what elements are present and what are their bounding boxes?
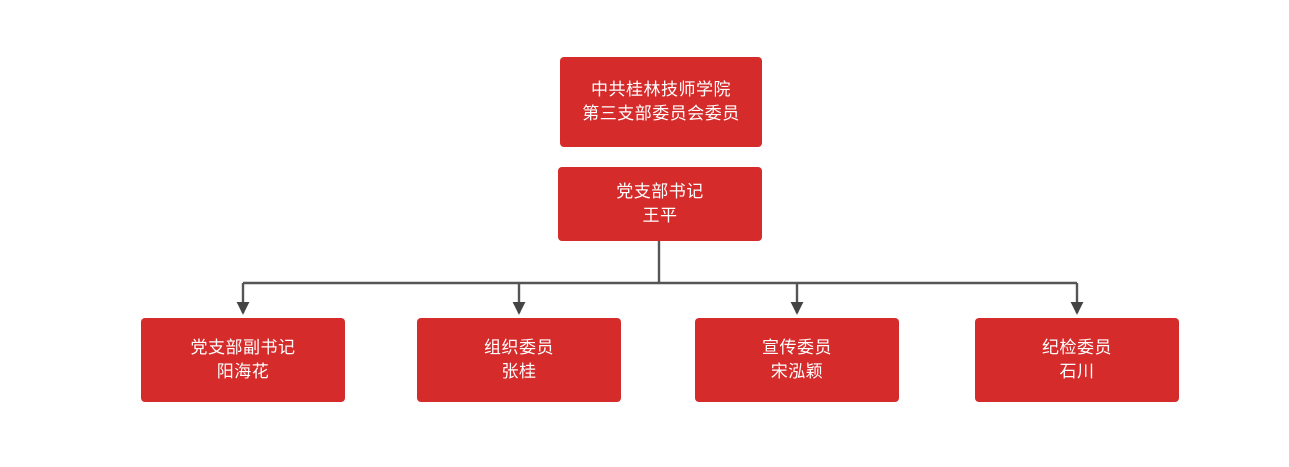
org-node-root-line2: 第三支部委员会委员 xyxy=(582,104,740,123)
org-node-discipline-title: 纪检委员 xyxy=(1042,337,1112,357)
org-node-publicity[interactable]: 宣传委员 宋泓颖 xyxy=(695,318,899,402)
org-node-deputy-secretary-name: 阳海花 xyxy=(216,362,270,381)
org-node-organization[interactable]: 组织委员 张桂 xyxy=(417,318,621,402)
org-node-organization-name: 张桂 xyxy=(501,362,537,381)
org-node-deputy-secretary[interactable]: 党支部副书记 阳海花 xyxy=(141,318,345,402)
org-node-root-line1: 中共桂林技师学院 xyxy=(591,79,731,99)
org-node-root[interactable]: 中共桂林技师学院 第三支部委员会委员 xyxy=(560,57,762,147)
org-node-publicity-title: 宣传委员 xyxy=(762,337,832,357)
org-node-deputy-secretary-title: 党支部副书记 xyxy=(190,337,296,357)
org-node-secretary-name: 王平 xyxy=(642,206,678,225)
org-node-organization-title: 组织委员 xyxy=(484,337,554,357)
org-node-discipline-name: 石川 xyxy=(1059,362,1095,381)
org-node-discipline[interactable]: 纪检委员 石川 xyxy=(975,318,1179,402)
org-node-secretary-title: 党支部书记 xyxy=(616,181,704,201)
org-node-publicity-name: 宋泓颖 xyxy=(770,362,824,381)
org-node-secretary[interactable]: 党支部书记 王平 xyxy=(558,167,762,241)
